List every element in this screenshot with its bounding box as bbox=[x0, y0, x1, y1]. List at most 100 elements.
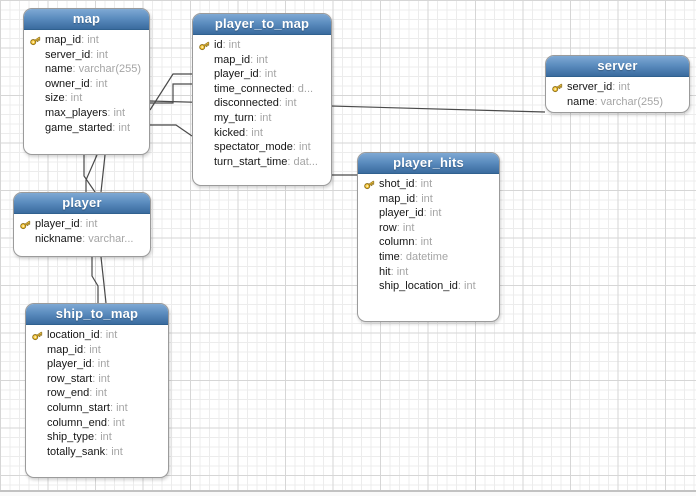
relationship-player-ship_to_map[interactable] bbox=[100, 256, 107, 304]
field-name: player_id bbox=[214, 68, 259, 81]
table-field[interactable]: ship_type: int bbox=[28, 430, 166, 445]
field-name: row_end bbox=[47, 387, 90, 400]
field-type: : int bbox=[94, 431, 112, 444]
table-header-server[interactable]: server bbox=[546, 56, 689, 77]
table-field[interactable]: game_started: int bbox=[26, 121, 147, 136]
table-field[interactable]: player_id: int bbox=[195, 67, 329, 82]
field-name: row_start bbox=[47, 372, 93, 385]
table-field[interactable]: ship_location_id: int bbox=[360, 279, 497, 294]
table-field[interactable]: spectator_mode: int bbox=[195, 140, 329, 155]
field-type: : int bbox=[423, 207, 442, 220]
table-field[interactable]: column_start: int bbox=[28, 401, 166, 416]
field-name: player_id bbox=[35, 218, 80, 230]
field-name: kicked bbox=[214, 126, 246, 139]
field-name: max_players bbox=[45, 106, 108, 119]
table-field[interactable]: id: int bbox=[195, 38, 329, 53]
field-type: : int bbox=[109, 401, 128, 414]
field-type: : int bbox=[90, 48, 108, 61]
relationship-map-player_to_map[interactable] bbox=[149, 73, 192, 111]
table-field[interactable]: map_id: int bbox=[360, 192, 497, 207]
table-field[interactable]: player_id: int bbox=[360, 206, 497, 221]
field-type: : int bbox=[396, 221, 415, 234]
table-field[interactable]: kicked: int bbox=[195, 126, 329, 141]
table-field[interactable]: server_id: int bbox=[548, 80, 687, 95]
table-field[interactable]: max_players: int bbox=[26, 106, 147, 121]
field-type: : varchar(255) bbox=[72, 63, 142, 76]
table-field[interactable]: disconnected: int bbox=[195, 96, 329, 111]
field-type: : int bbox=[415, 192, 433, 205]
table-field[interactable]: map_id: int bbox=[26, 33, 147, 48]
relationship-map-player[interactable] bbox=[100, 154, 106, 193]
field-type: : dat... bbox=[287, 155, 318, 168]
field-name: ship_type bbox=[47, 431, 95, 444]
table-field[interactable]: nickname: varchar... bbox=[16, 232, 148, 247]
table-field[interactable]: totally_sank: int bbox=[28, 445, 166, 460]
table-field[interactable]: location_id: int bbox=[28, 328, 166, 343]
table-field[interactable]: column_end: int bbox=[28, 416, 166, 431]
table-field[interactable]: time_connected: d... bbox=[195, 82, 329, 97]
field-type: : int bbox=[83, 343, 101, 356]
table-field[interactable]: row: int bbox=[360, 221, 497, 236]
table-field[interactable]: shot_id: int bbox=[360, 177, 497, 192]
field-name: my_turn bbox=[214, 111, 254, 124]
field-name: disconnected bbox=[214, 97, 279, 110]
table-field[interactable]: name: varchar(255) bbox=[548, 95, 687, 110]
table-field[interactable]: size: int bbox=[26, 91, 147, 106]
field-name: player_id bbox=[379, 207, 424, 220]
page-boundary bbox=[0, 490, 696, 496]
table-header-player_hits[interactable]: player_hits bbox=[358, 153, 499, 174]
field-name: shot_id bbox=[379, 178, 415, 190]
field-type: : int bbox=[457, 280, 476, 293]
table-field[interactable]: time: datetime bbox=[360, 250, 497, 265]
table-field[interactable]: name: varchar(255) bbox=[26, 62, 147, 77]
table-field[interactable]: player_id: int bbox=[28, 357, 166, 372]
relationship-map-player[interactable] bbox=[85, 154, 98, 192]
table-header-player_to_map[interactable]: player_to_map bbox=[193, 14, 331, 35]
table-field[interactable]: row_start: int bbox=[28, 372, 166, 387]
table-field[interactable]: row_end: int bbox=[28, 386, 166, 401]
table-field[interactable]: turn_start_time: dat... bbox=[195, 155, 329, 170]
field-type: : int bbox=[64, 92, 83, 105]
field-name: location_id bbox=[47, 329, 100, 341]
field-name: totally_sank bbox=[47, 445, 106, 458]
table-field[interactable]: server_id: int bbox=[26, 48, 147, 63]
table-field[interactable]: player_id: int bbox=[16, 217, 148, 232]
field-type: : datetime bbox=[399, 250, 449, 263]
table-header-ship_to_map[interactable]: ship_to_map bbox=[26, 304, 168, 325]
table-field[interactable]: column: int bbox=[360, 235, 497, 250]
field-type: : int bbox=[258, 68, 277, 81]
primary-key-icon bbox=[199, 41, 210, 51]
field-name: spectator_mode bbox=[214, 141, 293, 154]
field-type: : int bbox=[253, 111, 272, 124]
relationship-map-player[interactable] bbox=[83, 155, 96, 193]
field-type: : d... bbox=[291, 82, 314, 95]
relationship-map-player_to_map[interactable] bbox=[150, 83, 192, 104]
field-type: : int bbox=[112, 121, 130, 134]
table-header-player[interactable]: player bbox=[14, 193, 150, 214]
field-type: : int bbox=[81, 34, 99, 46]
field-name: ship_location_id bbox=[379, 280, 458, 293]
table-field[interactable]: map_id: int bbox=[195, 53, 329, 68]
field-name: server_id bbox=[567, 81, 613, 93]
primary-key-icon bbox=[20, 220, 31, 230]
field-name: time bbox=[379, 250, 400, 263]
table-field[interactable]: owner_id: int bbox=[26, 77, 147, 92]
table-field[interactable]: map_id: int bbox=[28, 343, 166, 358]
field-name: map_id bbox=[214, 53, 251, 66]
field-type: : int bbox=[106, 416, 125, 429]
relationship-map-player_to_map[interactable] bbox=[150, 124, 193, 137]
table-field[interactable]: my_turn: int bbox=[195, 111, 329, 126]
table-field[interactable]: hit: int bbox=[360, 265, 497, 280]
table-header-map[interactable]: map bbox=[24, 9, 149, 30]
relationship-player-ship_to_map[interactable] bbox=[91, 257, 99, 303]
field-name: player_id bbox=[47, 358, 92, 371]
